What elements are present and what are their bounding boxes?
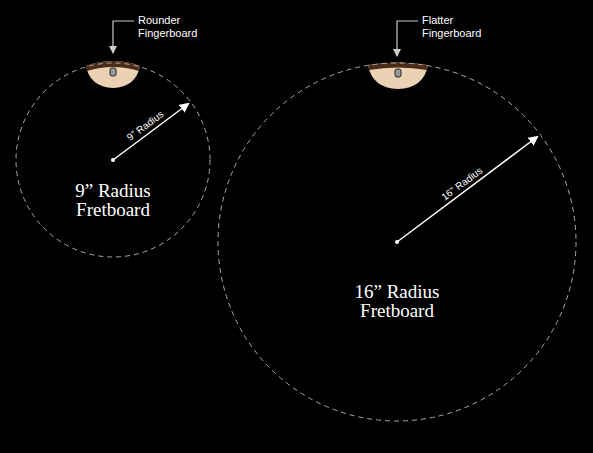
circle-title: 9” Radius Fretboard xyxy=(58,181,168,219)
callout-label: Rounder Fingerboard xyxy=(138,14,218,40)
radius-arrow xyxy=(397,137,537,242)
leader-line xyxy=(113,21,134,53)
radius-circle: 16” Radius Fretboard xyxy=(217,62,577,422)
radius-circle: 9” Radius Fretboard xyxy=(15,62,211,258)
neck-profile xyxy=(368,63,428,90)
radius-arrow xyxy=(113,104,188,160)
circle-outline xyxy=(15,62,211,258)
radius-label: 9” Radius xyxy=(123,107,168,145)
callout-label: Flatter Fingerboard xyxy=(422,14,502,40)
circle-title: 16” Radius Fretboard xyxy=(337,282,457,320)
truss-rod xyxy=(395,69,401,77)
neck-profile xyxy=(86,61,140,88)
circle-outline xyxy=(217,62,577,422)
leader-line xyxy=(397,21,418,56)
truss-rod xyxy=(110,68,116,76)
radius-label: 16” Radius xyxy=(437,163,486,204)
